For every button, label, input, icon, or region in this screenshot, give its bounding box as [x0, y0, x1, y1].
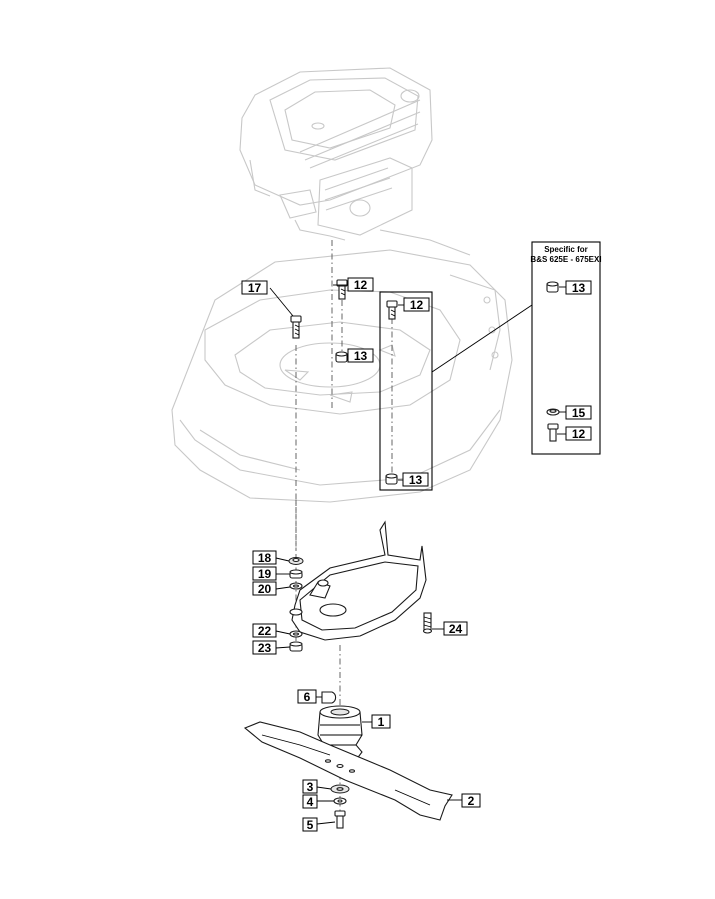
nut-part-13-top [335, 351, 348, 363]
callout-label-18: 18 [258, 551, 272, 565]
callout-5: 5 [302, 817, 318, 832]
callout-label-1: 1 [378, 715, 385, 729]
callout-20: 20 [252, 581, 277, 596]
callout-13-note: 13 [565, 280, 592, 295]
screw-part-24 [422, 612, 433, 634]
callout-17: 17 [241, 280, 268, 295]
note-title-line1: Specific for [544, 245, 588, 254]
specific-for-note-box: Specific for B&S 625E - 675EXI [530, 241, 602, 455]
bolt-part-12-top [336, 279, 348, 300]
callout-23: 23 [252, 640, 277, 655]
callout-1: 1 [371, 714, 391, 729]
callout-label-23: 23 [258, 641, 272, 655]
callout-18: 18 [252, 550, 277, 565]
callout-label-5: 5 [307, 818, 314, 832]
callout-22: 22 [252, 623, 277, 638]
callout-label-13-note: 13 [572, 281, 586, 295]
callout-label-20: 20 [258, 582, 272, 596]
callout-label-2: 2 [468, 794, 475, 808]
callout-label-12-note: 12 [572, 427, 586, 441]
callout-12-top: 12 [347, 277, 374, 292]
callout-label-19: 19 [258, 567, 272, 581]
key-part-6 [321, 691, 337, 704]
washer-stack-18-23 [288, 557, 304, 652]
callout-24: 24 [443, 621, 468, 636]
callout-3: 3 [302, 779, 318, 794]
callout-label-17: 17 [248, 281, 262, 295]
note-title-line2: B&S 625E - 675EXI [530, 255, 601, 264]
callout-label-12-frame: 12 [410, 298, 424, 312]
callout-13-frame: 13 [402, 472, 429, 487]
callout-label-13-top: 13 [354, 349, 368, 363]
engine-ghost [239, 67, 433, 241]
callout-label-24: 24 [449, 622, 463, 636]
callout-label-4: 4 [307, 795, 314, 809]
callout-12-frame: 12 [403, 297, 430, 312]
callout-6: 6 [297, 689, 317, 704]
mower-deck-ghost [171, 229, 513, 503]
callout-2: 2 [461, 793, 481, 808]
framed-bolt-kit [379, 291, 533, 491]
callout-label-3: 3 [307, 780, 314, 794]
callout-label-12-top: 12 [354, 278, 368, 292]
callout-label-6: 6 [304, 690, 311, 704]
cutting-blade [243, 721, 453, 821]
leader-lines [269, 284, 566, 825]
callout-label-22: 22 [258, 624, 272, 638]
callout-label-15: 15 [572, 406, 586, 420]
callout-13-top: 13 [347, 348, 374, 363]
bolt-part-17 [290, 315, 302, 339]
callout-4: 4 [302, 794, 318, 809]
callout-label-13-frame: 13 [409, 473, 423, 487]
callout-12-note: 12 [565, 426, 592, 441]
callout-15: 15 [565, 405, 592, 420]
blade-fasteners-3-5 [330, 784, 350, 829]
callout-19: 19 [252, 566, 277, 581]
blade-carrier-baffle [289, 520, 427, 641]
